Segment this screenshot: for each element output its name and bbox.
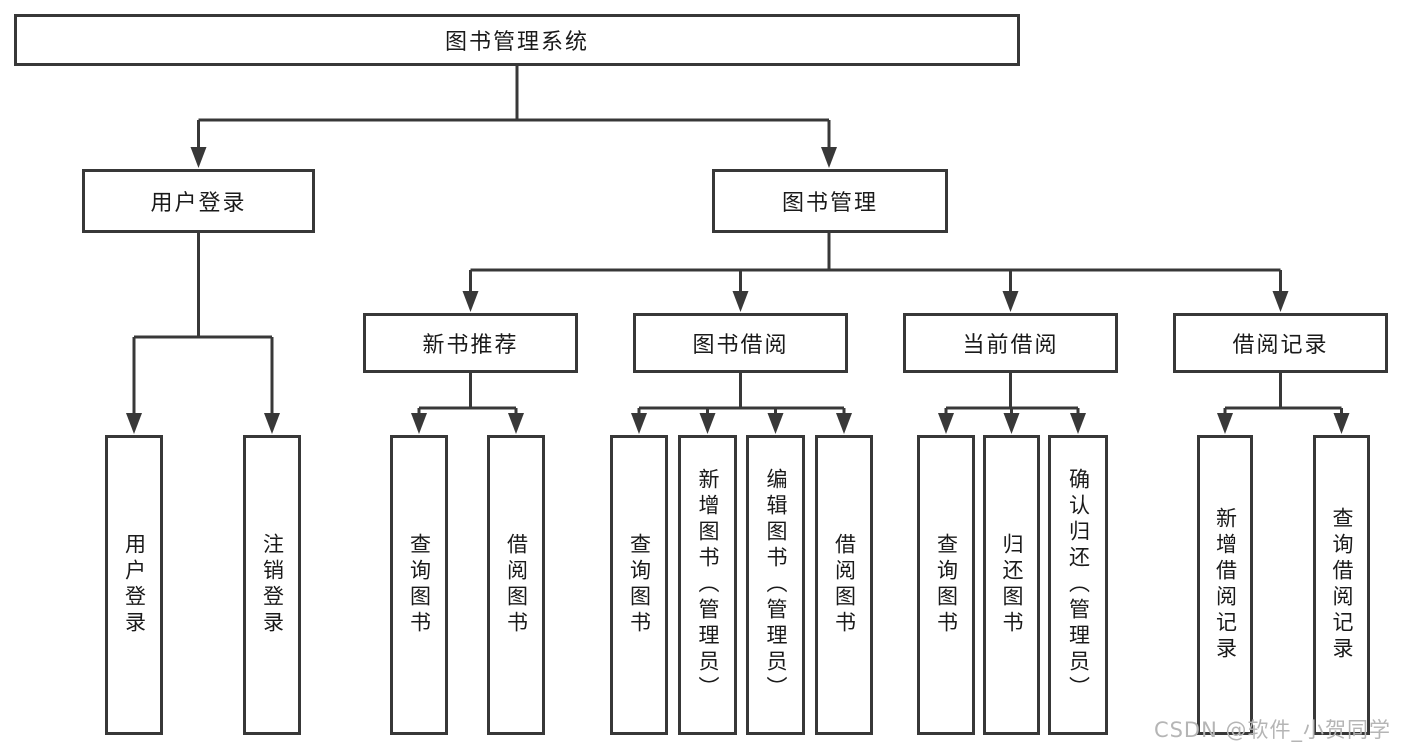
arrow-down-icon bbox=[462, 291, 479, 312]
node-label: 借阅记录 bbox=[1232, 333, 1329, 358]
node-label: 当前借阅 bbox=[962, 333, 1059, 358]
node-label: 用户登录 bbox=[150, 191, 247, 216]
node-leaf-query-book-1: 查询图书 bbox=[390, 435, 448, 735]
arrow-down-icon bbox=[264, 413, 280, 434]
arrow-down-icon bbox=[508, 413, 524, 434]
arrowhead-icons bbox=[126, 147, 1350, 434]
arrow-down-icon bbox=[836, 413, 852, 434]
arrow-down-icon bbox=[190, 147, 207, 168]
arrow-down-icon bbox=[1272, 291, 1289, 312]
arrow-down-icon bbox=[1333, 413, 1350, 434]
arrow-down-icon bbox=[1070, 413, 1086, 434]
node-leaf-query-book-2: 查询图书 bbox=[610, 435, 668, 735]
node-label: 查询图书 bbox=[627, 533, 652, 637]
arrow-down-icon bbox=[732, 291, 749, 312]
csdn-watermark: CSDN @软件_小贺同学 bbox=[1153, 718, 1391, 742]
arrow-down-icon bbox=[411, 413, 427, 434]
arrow-down-icon bbox=[1003, 413, 1020, 434]
node-root-system: 图书管理系统 bbox=[14, 14, 1020, 66]
node-label: 注销登录 bbox=[260, 533, 285, 637]
node-leaf-return-book: 归还图书 bbox=[983, 435, 1040, 735]
arrow-down-icon bbox=[821, 147, 837, 168]
node-label: 借阅图书 bbox=[504, 533, 529, 637]
node-leaf-confirm-return-admin: 确认归还（管理员） bbox=[1048, 435, 1108, 735]
arrow-down-icon bbox=[699, 413, 716, 434]
node-user-login-module: 用户登录 bbox=[82, 169, 315, 233]
node-book-management-module: 图书管理 bbox=[712, 169, 948, 233]
node-leaf-user-login: 用户登录 bbox=[105, 435, 163, 735]
arrow-down-icon bbox=[1002, 291, 1019, 312]
node-leaf-edit-book-admin: 编辑图书（管理员） bbox=[746, 435, 805, 735]
node-leaf-borrow-book-1: 借阅图书 bbox=[487, 435, 545, 735]
node-label: 确认归还（管理员） bbox=[1066, 468, 1091, 702]
node-leaf-add-borrow-record: 新增借阅记录 bbox=[1197, 435, 1253, 735]
node-label: 新增借阅记录 bbox=[1213, 507, 1238, 663]
node-new-book-recommend: 新书推荐 bbox=[363, 313, 578, 373]
arrow-down-icon bbox=[938, 413, 954, 434]
node-label: 归还图书 bbox=[1000, 533, 1025, 637]
node-borrow-record: 借阅记录 bbox=[1173, 313, 1388, 373]
node-label: 查询借阅记录 bbox=[1330, 507, 1355, 663]
arrow-down-icon bbox=[631, 413, 647, 434]
node-leaf-borrow-book-2: 借阅图书 bbox=[815, 435, 873, 735]
arrow-down-icon bbox=[126, 413, 142, 434]
node-label: 图书管理系统 bbox=[444, 30, 589, 55]
node-label: 图书借阅 bbox=[692, 333, 789, 358]
node-label: 图书管理 bbox=[781, 191, 878, 216]
node-label: 编辑图书（管理员） bbox=[764, 468, 789, 702]
node-label: 新增图书（管理员） bbox=[696, 468, 721, 702]
arrow-down-icon bbox=[767, 413, 784, 434]
node-book-borrow: 图书借阅 bbox=[633, 313, 848, 373]
node-label: 用户登录 bbox=[122, 533, 147, 637]
node-label: 借阅图书 bbox=[832, 533, 857, 637]
node-leaf-query-borrow-record: 查询借阅记录 bbox=[1313, 435, 1370, 735]
node-label: 查询图书 bbox=[934, 533, 959, 637]
node-label: 新书推荐 bbox=[422, 333, 519, 358]
node-leaf-add-book-admin: 新增图书（管理员） bbox=[678, 435, 737, 735]
arrow-down-icon bbox=[1217, 413, 1233, 434]
node-label: 查询图书 bbox=[407, 533, 432, 637]
node-leaf-query-book-3: 查询图书 bbox=[917, 435, 975, 735]
node-current-borrow: 当前借阅 bbox=[903, 313, 1118, 373]
node-leaf-logout: 注销登录 bbox=[243, 435, 301, 735]
